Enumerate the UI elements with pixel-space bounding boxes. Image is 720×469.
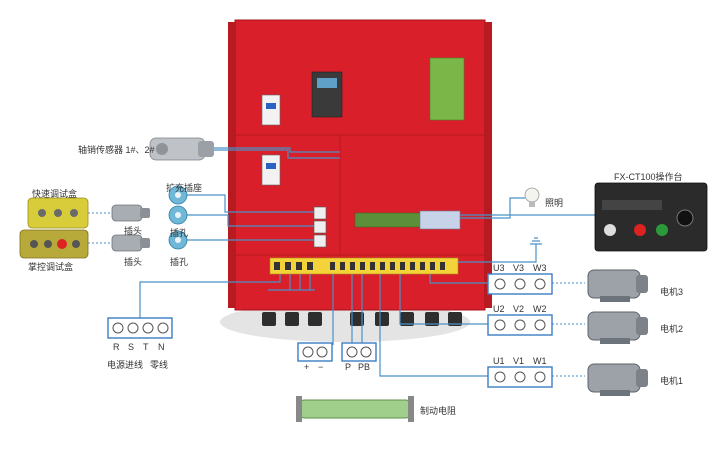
wiring [139, 147, 595, 377]
label-motor-2: 电机2 [660, 324, 684, 334]
pendant-2-icon [19, 229, 89, 259]
terminal-p: P [345, 362, 352, 372]
terminal-w2: W2 [533, 304, 547, 314]
label-pendant-1: 快速调试盒 [32, 189, 78, 199]
terminal-v3: V3 [513, 263, 525, 273]
terminal-n: N [158, 342, 165, 352]
terminal-v2: V2 [513, 304, 525, 314]
terminal-block-m1 [487, 366, 553, 388]
terminal-block-brake [341, 342, 377, 362]
motor-3-icon [587, 269, 648, 302]
label-motor-3: 电机3 [660, 287, 684, 297]
dashed-leads [88, 212, 585, 377]
terminal-u2: U2 [493, 304, 505, 314]
pendant-1-icon [27, 197, 89, 229]
axle-sensor-icon [149, 137, 214, 161]
terminal-block-rstn [107, 317, 173, 339]
motor-2-icon [587, 311, 648, 344]
terminal-r: R [113, 342, 120, 352]
control-cabinet [228, 19, 492, 326]
brake-resistor-icon [296, 396, 414, 422]
terminal-v1: V1 [513, 356, 525, 366]
label-axle-sensor: 轴销传感器 1#、2# [78, 145, 155, 155]
plug-top-icon [111, 204, 150, 222]
terminal-w3: W3 [533, 263, 547, 273]
operator-console-icon [594, 182, 708, 252]
terminal-s: S [128, 342, 135, 352]
socket-top-icon [168, 205, 188, 225]
terminal-u1: U1 [493, 356, 505, 366]
motor-1-icon [587, 363, 648, 396]
label-motor-1: 电机1 [660, 376, 684, 386]
extension-socket-icon [168, 185, 188, 205]
label-socket-top: 插孔 [170, 228, 189, 238]
label-operator-console: FX-CT100操作台 [614, 172, 683, 182]
light-bulb-icon [524, 187, 540, 207]
terminal-t: T [143, 342, 149, 352]
terminal-block-m2 [487, 314, 553, 336]
terminal-u3: U3 [493, 263, 505, 273]
label-power-input: 电源进线 [107, 360, 144, 370]
terminal-minus: − [318, 362, 324, 372]
terminal-block-dc [297, 342, 333, 362]
terminal-block-m3 [487, 273, 553, 295]
label-plug-top: 插头 [124, 226, 143, 236]
terminal-w1: W1 [533, 356, 547, 366]
terminal-pb: PB [358, 362, 371, 372]
label-socket-bottom: 插孔 [170, 257, 189, 267]
label-plug-bottom: 插头 [124, 257, 143, 267]
ground-symbol-icon [530, 237, 542, 250]
terminal-plus: + [304, 362, 310, 372]
plug-bottom-icon [111, 234, 150, 252]
label-lighting: 照明 [545, 198, 564, 208]
socket-bottom-icon [168, 230, 188, 250]
label-extension-socket: 扩充插座 [166, 183, 203, 193]
label-ground-line: 零线 [150, 360, 169, 370]
label-pendant-2: 掌控调试盒 [28, 262, 74, 272]
label-brake-resistor: 制动电阻 [420, 406, 457, 416]
